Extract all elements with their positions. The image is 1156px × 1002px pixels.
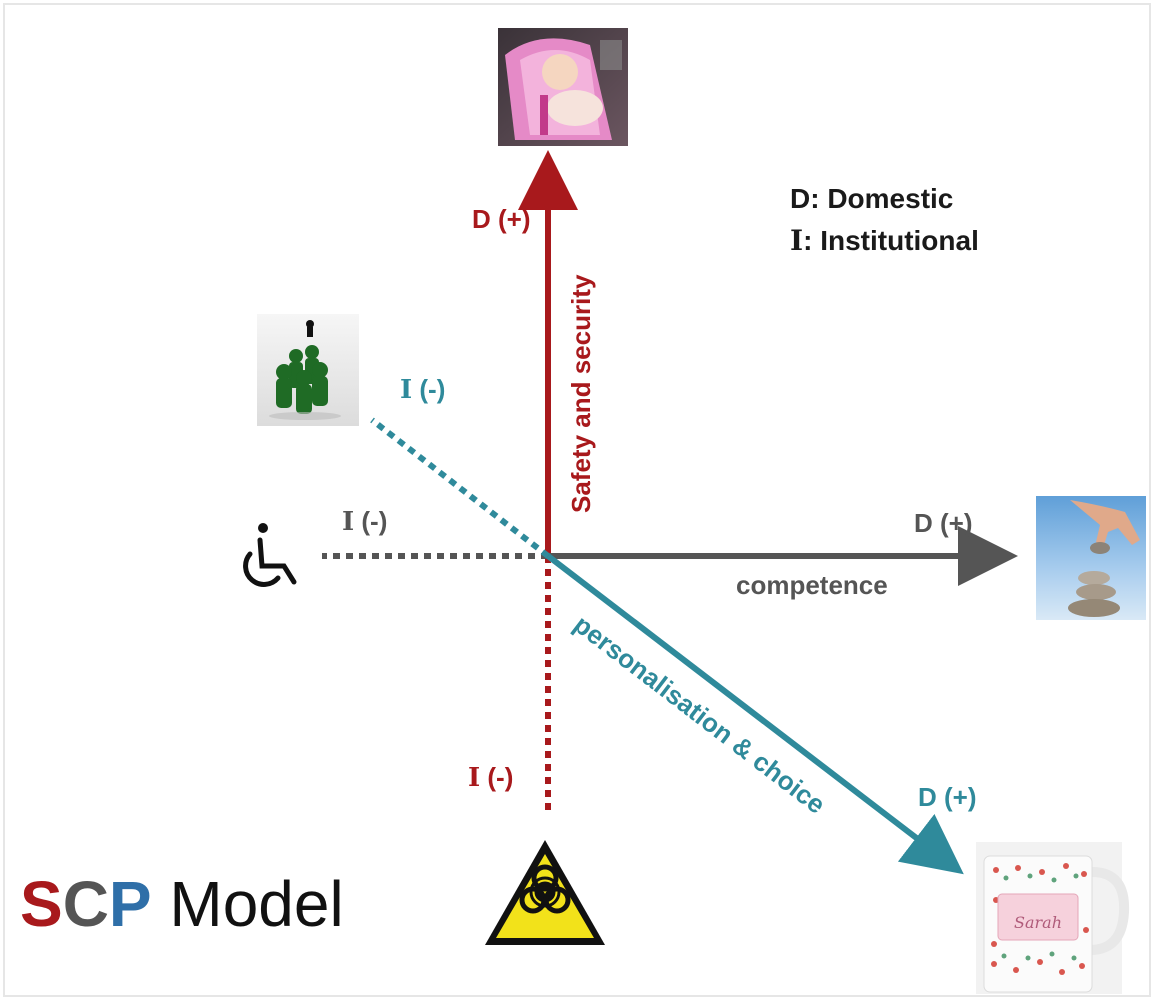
personalisation-negative-text: (-)	[412, 374, 445, 404]
model-title: SCP Model	[20, 868, 344, 940]
competence-axis-title: competence	[736, 570, 888, 600]
legend-institutional-letter: I	[790, 224, 803, 257]
personalisation-axis-negative	[370, 417, 550, 559]
green-game-pieces-photo	[257, 314, 359, 426]
wheelchair-icon	[243, 523, 297, 587]
personalisation-positive-label: D (+)	[918, 782, 977, 812]
biohazard-icon	[485, 840, 605, 945]
competence-positive-label: D (+)	[914, 508, 973, 538]
safety-negative-text: (-)	[480, 762, 513, 792]
stacking-stones-photo	[1036, 496, 1146, 620]
model-title-c: C	[63, 868, 109, 940]
competence-negative-text: (-)	[354, 506, 387, 536]
diagram-frame	[3, 3, 1151, 997]
legend-institutional: I: Institutional	[790, 224, 979, 257]
safety-positive-label: D (+)	[472, 204, 531, 234]
personalisation-negative-letter: I	[400, 375, 412, 405]
model-title-s: S	[20, 868, 63, 940]
personalisation-axis-title: personalisation & choice	[568, 609, 831, 820]
legend-domestic: D: Domestic	[790, 183, 953, 214]
safety-negative-letter: I	[468, 763, 480, 793]
safety-axis-title: Safety and security	[566, 274, 596, 513]
safety-negative-label: I (-)	[468, 762, 513, 793]
model-title-rest: Model	[152, 868, 344, 940]
personalised-mug-photo: Sarah	[976, 842, 1130, 994]
personalisation-axis-positive	[546, 553, 964, 875]
competence-negative-letter: I	[342, 507, 354, 537]
model-title-p: P	[109, 868, 152, 940]
personalisation-negative-label: I (-)	[400, 374, 445, 405]
legend-institutional-text: : Institutional	[803, 225, 979, 256]
child-car-seat-photo	[498, 28, 628, 146]
competence-negative-label: I (-)	[342, 506, 387, 537]
mug-name: Sarah	[1014, 913, 1062, 932]
